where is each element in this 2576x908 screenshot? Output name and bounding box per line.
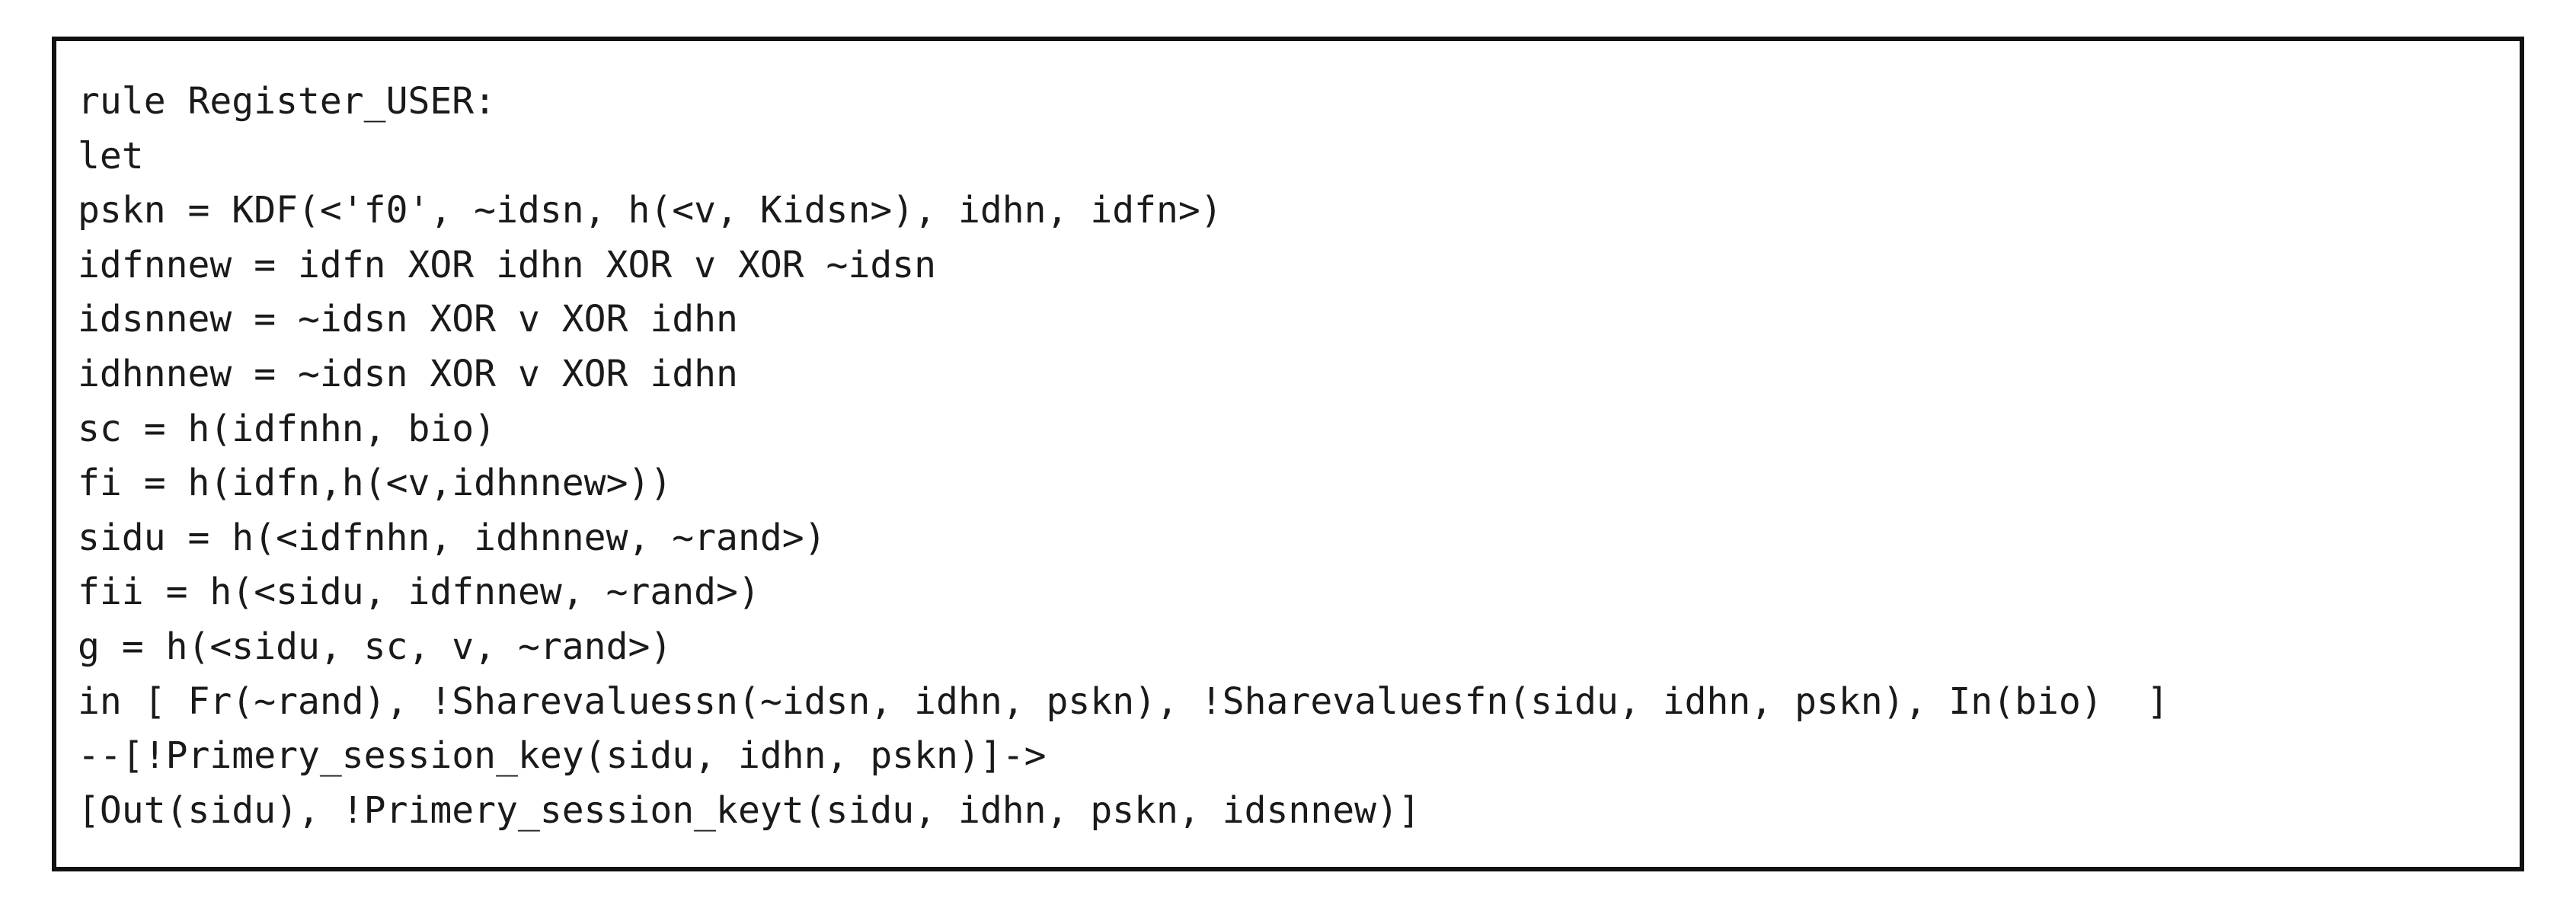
code-line: fi = h(idfn,h(<v,idhnnew>)): [78, 462, 673, 505]
code-line: --[!Primery_session_key(sidu, idhn, pskn…: [78, 734, 1047, 778]
code-line: rule Register_USER:: [78, 80, 497, 123]
code-line: pskn = KDF(<'f0', ~idsn, h(<v, Kidsn>), …: [78, 189, 1222, 232]
code-block: rule Register_USER: let pskn = KDF(<'f0'…: [52, 37, 2524, 871]
code-line: idfnnew = idfn XOR idhn XOR v XOR ~idsn: [78, 243, 937, 286]
code-line: idhnnew = ~idsn XOR v XOR idhn: [78, 352, 738, 395]
code-line: sidu = h(<idfnhn, idhnnew, ~rand>): [78, 516, 826, 559]
code-line: idsnnew = ~idsn XOR v XOR idhn: [78, 298, 738, 341]
code-line: sc = h(idfnhn, bio): [78, 407, 497, 450]
code-line: in [ Fr(~rand), !Sharevaluessn(~idsn, id…: [78, 679, 2169, 723]
code-line: [Out(sidu), !Primery_session_keyt(sidu, …: [78, 788, 1421, 832]
code-line: g = h(<sidu, sc, v, ~rand>): [78, 625, 673, 668]
code-line: let: [78, 134, 144, 177]
code-line: fii = h(<sidu, idfnnew, ~rand>): [78, 571, 760, 614]
code-lines: rule Register_USER: let pskn = KDF(<'f0'…: [78, 75, 2169, 838]
